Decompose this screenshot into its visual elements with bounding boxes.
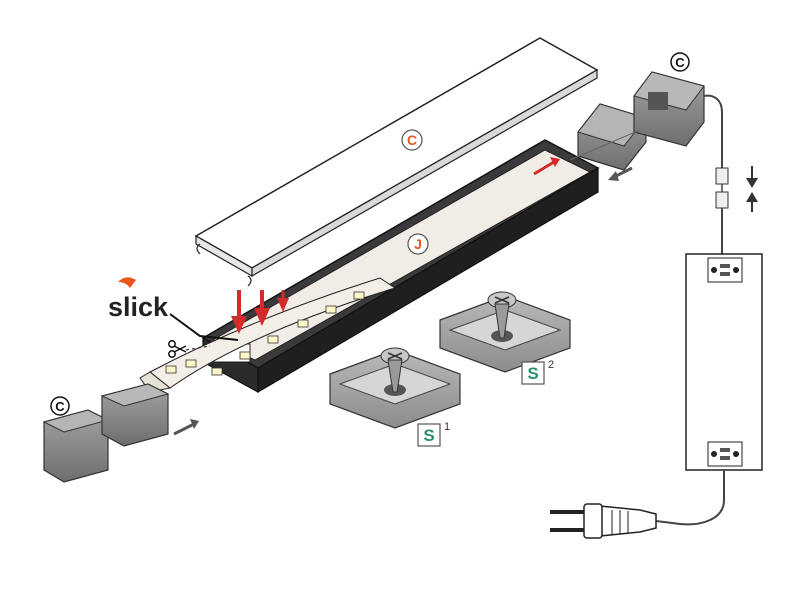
label-spring-1: S 1	[417, 421, 450, 447]
svg-text:J: J	[414, 236, 422, 252]
slick-logo-text: slick	[108, 292, 169, 322]
cut-line	[185, 345, 211, 351]
led-chip	[211, 367, 223, 376]
svg-text:1: 1	[444, 421, 450, 433]
end-cap-right-cable	[633, 71, 705, 147]
svg-text:S: S	[527, 364, 538, 383]
insert-arrow-icon	[173, 419, 199, 436]
cable-guide	[569, 129, 641, 161]
label-endcap-right: C	[670, 52, 690, 72]
adjust-arrows-icon	[746, 166, 758, 212]
label-cover: C	[401, 129, 423, 151]
press-arrows	[231, 157, 560, 334]
mounting-spring-1	[329, 347, 461, 429]
svg-text:C: C	[675, 55, 685, 70]
mains-cable	[647, 470, 725, 526]
svg-text:C: C	[407, 132, 417, 148]
press-arrow-icon	[277, 290, 289, 312]
cable-connector	[715, 167, 729, 209]
slick-swoosh-icon	[118, 277, 136, 288]
led-chip	[267, 335, 279, 344]
power-cable	[703, 94, 723, 168]
svg-text:2: 2	[548, 359, 554, 371]
label-spring-2: S 2	[521, 359, 554, 385]
end-cap-left-open	[100, 383, 170, 447]
mounting-spring-2	[439, 291, 571, 373]
insert-arrow-icon	[608, 166, 633, 181]
scissors-icon	[168, 340, 187, 358]
mains-plug-icon	[550, 503, 657, 539]
insert-arrow-icon	[533, 157, 560, 176]
screw-icon	[380, 347, 410, 393]
screw-icon	[487, 291, 517, 339]
label-tape: J	[407, 233, 429, 255]
press-arrow-icon	[231, 290, 247, 334]
led-chip	[239, 351, 251, 360]
led-chip	[353, 291, 365, 300]
svg-text:C: C	[55, 399, 65, 414]
slick-logo: slick	[108, 277, 169, 322]
press-arrow-icon	[254, 290, 270, 326]
slick-pointer-line	[169, 313, 239, 341]
led-chip	[325, 305, 337, 314]
end-cap-left-solid	[42, 409, 110, 483]
diffuser-cover	[194, 37, 599, 287]
power-supply	[685, 253, 763, 471]
led-chip	[165, 365, 177, 374]
led-chip	[185, 359, 197, 368]
led-chip	[297, 319, 309, 328]
svg-text:S: S	[423, 426, 434, 445]
led-chips	[165, 291, 365, 376]
end-cap-right-open	[577, 103, 647, 171]
label-endcap-left: C	[50, 396, 70, 416]
